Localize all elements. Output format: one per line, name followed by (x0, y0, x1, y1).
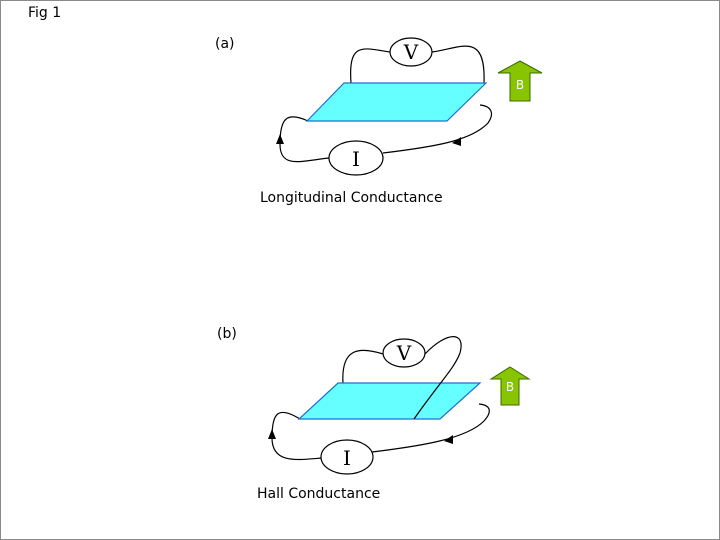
panel-b-label: (b) (217, 326, 237, 342)
panel-b-current-arrow-right (444, 435, 453, 444)
panel-a-voltmeter-label: V (403, 40, 419, 64)
panel-b-voltmeter: V (382, 338, 426, 368)
panel-b-sample-plate (297, 382, 482, 420)
panel-a-caption: Longitudinal Conductance (260, 190, 443, 206)
panel-b-hall-lead (413, 352, 461, 420)
panel-b-field-label: B (506, 380, 514, 394)
panel-a-voltage-wire (350, 45, 485, 84)
panel-a-current-arrow-left (276, 134, 284, 144)
panel-b-ammeter-label: I (343, 446, 351, 470)
panel-a-current-wire-left (279, 116, 330, 163)
panel-a-field-arrow: B (497, 60, 543, 102)
figure-label: Fig 1 (28, 5, 61, 21)
panel-a-sample-plate (305, 82, 488, 122)
panel-b-caption: Hall Conductance (257, 486, 380, 502)
panel-b-current-arrow-left (268, 429, 276, 439)
panel-a-label: (a) (215, 36, 235, 52)
panel-b-current-wire-right (371, 403, 490, 453)
panel-a: (a) V I B Longitudinal Conductance (215, 36, 543, 206)
panel-a-ammeter-label: I (352, 147, 360, 171)
panel-a-voltmeter: V (389, 37, 433, 67)
panel-b: (b) V I B Hall Conductance (217, 326, 531, 502)
panel-a-ammeter: I (328, 140, 384, 176)
panel-a-field-label: B (516, 78, 524, 92)
panel-b-field-arrow: B (489, 366, 531, 406)
panel-a-current-wire-right (382, 104, 493, 154)
panel-b-ammeter: I (320, 439, 374, 475)
panel-a-current-arrow-right (452, 137, 461, 146)
panel-b-voltage-wire (342, 336, 462, 384)
panel-b-voltmeter-label: V (396, 341, 412, 365)
